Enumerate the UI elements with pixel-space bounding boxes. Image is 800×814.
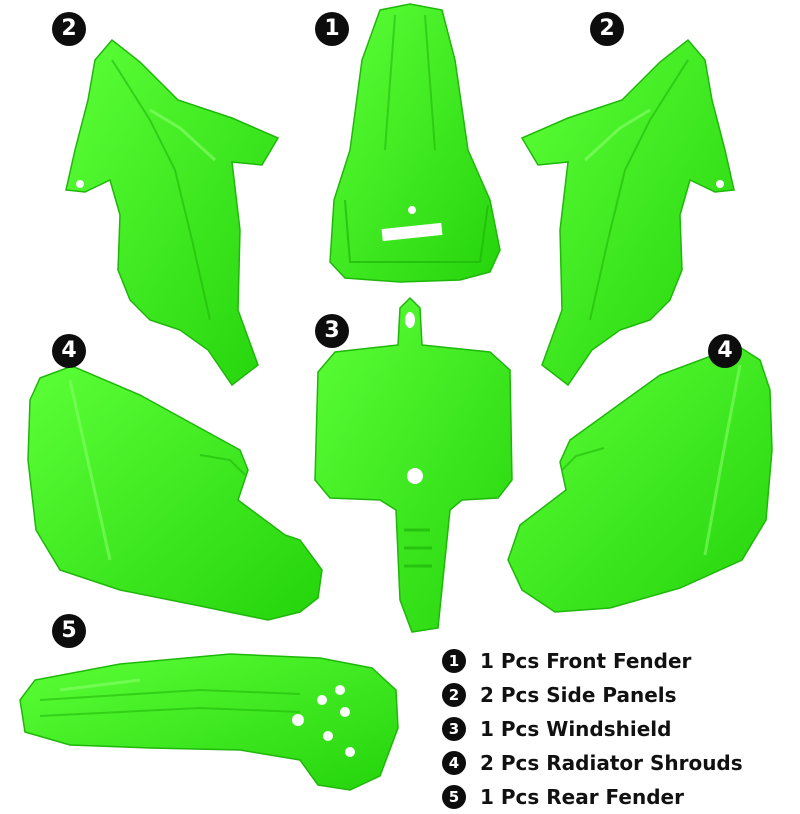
windshield bbox=[314, 296, 513, 633]
badge-windshield: 3 bbox=[315, 314, 349, 348]
rear-fender bbox=[19, 653, 399, 791]
parts-legend: 1 1 Pcs Front Fender 2 2 Pcs Side Panels… bbox=[442, 644, 798, 814]
legend-item: 5 1 Pcs Rear Fender bbox=[442, 780, 798, 814]
legend-item: 2 2 Pcs Side Panels bbox=[442, 678, 798, 712]
legend-number: 2 bbox=[442, 683, 466, 707]
legend-number: 1 bbox=[442, 649, 466, 673]
legend-item: 3 1 Pcs Windshield bbox=[442, 712, 798, 746]
side-panel-left bbox=[65, 38, 280, 387]
legend-text: 1 Pcs Rear Fender bbox=[480, 785, 684, 809]
badge-side-panel-right: 2 bbox=[590, 12, 624, 46]
legend-text: 2 Pcs Radiator Shrouds bbox=[480, 751, 743, 775]
badge-side-panel-left: 2 bbox=[52, 12, 86, 46]
badge-radiator-shroud-left: 4 bbox=[52, 334, 86, 368]
legend-number: 5 bbox=[442, 785, 466, 809]
badge-radiator-shroud-right: 4 bbox=[708, 334, 742, 368]
legend-item: 4 2 Pcs Radiator Shrouds bbox=[442, 746, 798, 780]
legend-number: 3 bbox=[442, 717, 466, 741]
radiator-shroud-right bbox=[507, 345, 773, 613]
legend-text: 1 Pcs Front Fender bbox=[480, 649, 692, 673]
legend-item: 1 1 Pcs Front Fender bbox=[442, 644, 798, 678]
legend-text: 2 Pcs Side Panels bbox=[480, 683, 677, 707]
legend-text: 1 Pcs Windshield bbox=[480, 717, 672, 741]
legend-number: 4 bbox=[442, 751, 466, 775]
badge-front-fender: 1 bbox=[315, 12, 349, 46]
badge-rear-fender: 5 bbox=[52, 614, 86, 648]
radiator-shroud-left bbox=[27, 365, 323, 621]
side-panel-right bbox=[520, 38, 735, 387]
front-fender bbox=[329, 3, 501, 283]
